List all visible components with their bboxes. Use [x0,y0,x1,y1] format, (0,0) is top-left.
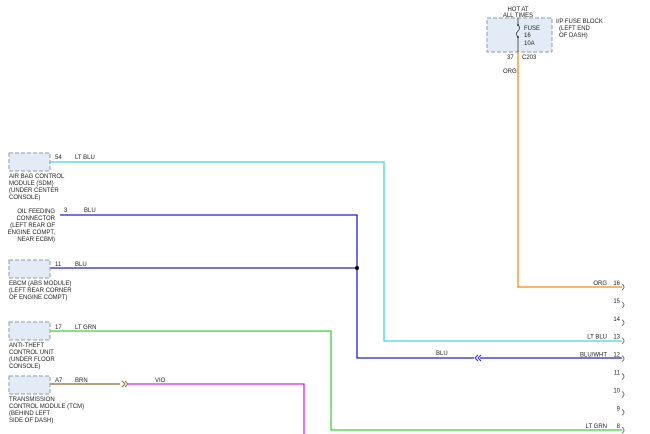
splice-wire-label: BLU [436,351,448,357]
module-name-anti-theft-2: CONTROL UNIT [9,350,54,356]
connector-pin-number: 9 [617,406,621,412]
fuse-block-hot-label-1: HOT AT [507,7,528,13]
module-name-anti-theft-4: CONSOLE) [9,364,40,370]
connector-pin-wire-label: LT GRN [586,424,607,430]
module-name-anti-theft-3: (UNDER FLOOR [9,357,55,363]
fuse-block: HOT AT ALL TIMES I/P FUSE BLOCK (LEFT EN… [486,7,603,75]
module-anti-theft: 17 LT GRN ANTI-THEFT CONTROL UNIT (UNDER… [8,321,96,370]
connector-pin-number: 12 [613,353,620,359]
fuse-rating: 10A [524,41,535,47]
module-name-oil-2: CONNECTOR [16,216,55,222]
module-name-tcm-1: TRANSMISSION [9,397,55,403]
module-name-air-bag-2: MODULE (SDM) [9,181,54,187]
fuse-block-name-1: I/P FUSE BLOCK [556,19,603,25]
module-name-tcm-2: CONTROL MODULE (TCM) [9,404,84,410]
module-wire-ebcm: BLU [75,262,87,268]
connector-pin-wire-label: ORG [593,281,607,287]
module-name-ebcm-1: EBCM (ABS MODULE) [9,281,71,287]
connector-pin-icon [621,355,625,362]
connector-pin-icon [621,408,625,416]
module-name-air-bag-3: (UNDER CENTER [9,188,59,194]
module-box-ebcm [8,259,51,279]
module-name-oil-1: OIL FEEDING [17,209,55,215]
fuse-block-box [486,17,553,53]
connector-pin-wire-label: BLU/WHT [580,353,607,359]
module-wire-tcm: BRN [75,378,88,384]
fuse-block-name-3: OF DASH) [559,33,588,39]
connector-pin-number: 15 [613,299,620,305]
module-wire-air-bag: LT BLU [75,155,95,161]
module-name-air-bag-1: AIR BAG CONTROL [9,174,65,180]
wires [50,52,622,434]
module-name-ebcm-2: (LEFT REAR CORNER [9,288,72,294]
wire-lt-blu [50,161,622,342]
connector-pin-icon [621,337,625,345]
module-pin-anti-theft: 17 [55,325,62,331]
connector-pin-number: 14 [613,317,620,323]
connector-pin-number: 13 [613,335,620,341]
module-box-air-bag [8,152,51,172]
fuse-pin-number: 37 [507,55,514,61]
connector-pin-wire-label: LT BLU [587,335,607,341]
module-oil-feeding: 3 BLU OIL FEEDING CONNECTOR (LEFT REAR O… [8,208,96,243]
fuse-connector-id: C203 [522,55,537,61]
fuse-wire-color: ORG [503,69,517,75]
connector-pin-icon [621,283,625,291]
module-pin-ebcm: 11 [55,262,62,268]
connector-pin-number: 11 [614,371,621,377]
module-box-anti-theft [8,321,51,341]
module-name-tcm-3: (BEHIND LEFT [9,411,50,417]
connector-pin-icon [621,391,625,398]
fuse-label: FUSE [524,26,540,32]
connector-pin-icon [621,301,625,309]
fuse-symbol-icon [516,18,520,52]
module-name-tcm-4: SIDE OF DASH) [9,418,53,424]
wire-lt-grn [50,330,622,431]
wire-org [517,52,622,288]
fuse-block-hot-label-2: ALL TIMES [503,13,533,19]
module-name-oil-4: ENGINE COMPT, [8,230,56,236]
module-pin-air-bag: 54 [55,155,62,161]
module-name-anti-theft-1: ANTI-THEFT [9,343,44,349]
module-name-oil-5: NEAR ECBM) [17,237,55,243]
module-pin-oil: 3 [64,208,68,214]
connector-pin-number: 16 [613,281,620,287]
module-air-bag: 54 LT BLU AIR BAG CONTROL MODULE (SDM) (… [8,152,95,201]
connector-pin-icon [621,426,625,434]
connector-pin-number: 8 [617,424,621,430]
splice-dot [355,266,359,270]
module-box-tcm [8,375,51,395]
connector-pin-number: 10 [613,388,620,394]
module-name-air-bag-4: CONSOLE) [9,195,40,201]
connector-pin-icon [621,373,625,380]
module-tcm: A7 BRN VIO TRANSMISSION CONTROL MODULE (… [8,375,166,424]
module-ebcm: 11 BLU EBCM (ABS MODULE) (LEFT REAR CORN… [8,259,87,301]
module-pin-tcm: A7 [55,378,63,384]
module-wire-tcm-vio: VIO [155,378,166,384]
module-name-oil-3: (LEFT REAR OF [10,223,55,229]
connector-pin-icon [621,319,625,327]
module-wire-anti-theft: LT GRN [75,325,96,331]
wire-vio [128,383,305,434]
module-wire-oil: BLU [84,208,96,214]
inline-connector-icon [474,354,482,362]
fuse-number: 16 [524,33,531,39]
fuse-block-name-2: (LEFT END [559,26,591,32]
inline-connector-icon-2 [121,380,129,388]
wire-blu-oil [60,214,474,359]
module-name-ebcm-3: OF ENGINE COMPT) [9,295,67,301]
right-connector: 16 ORG 15 14 13 LT BLU 12 BLU/WHT 11 10 9 8 LT GRN [580,281,625,434]
